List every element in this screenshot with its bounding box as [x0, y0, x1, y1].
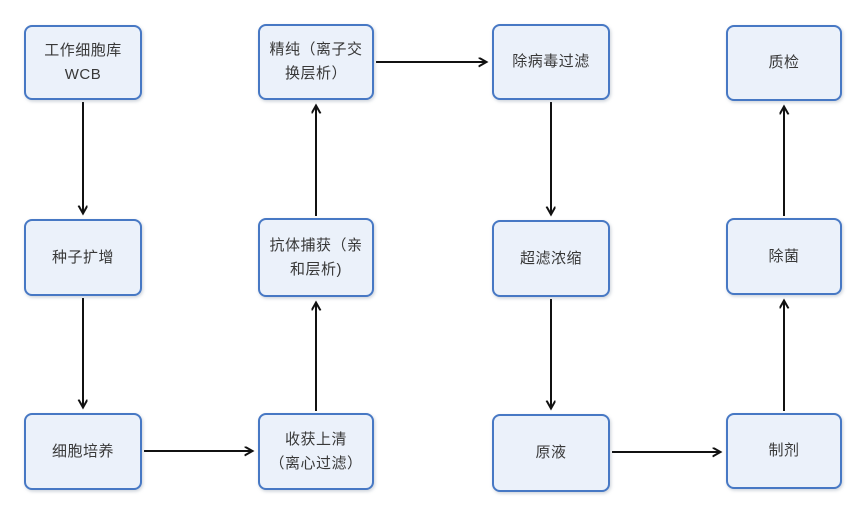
node-harvest-supernatant-label: 收获上清 （离心过滤） — [269, 430, 363, 472]
node-working-cell-bank-label: 工作细胞库 WCB — [44, 41, 122, 83]
node-sterile-filtration: 除菌 — [726, 218, 842, 295]
node-formulation: 制剂 — [726, 413, 842, 489]
node-cell-culture: 细胞培养 — [24, 413, 142, 490]
node-seed-expansion: 种子扩增 — [24, 219, 142, 296]
node-formulation-label: 制剂 — [768, 442, 800, 459]
node-ultrafiltration-concentration-label: 超滤浓缩 — [519, 249, 582, 267]
node-sterile-filtration-label: 除菌 — [768, 247, 800, 265]
node-bulk-solution: 原液 — [492, 414, 610, 492]
node-cell-culture-label: 细胞培养 — [51, 442, 114, 460]
node-antibody-capture-affinity: 抗体捕获（亲 和层析) — [258, 218, 374, 297]
node-antibody-capture-affinity-label: 抗体捕获（亲 和层析) — [269, 236, 363, 278]
node-virus-removal-filtration-label: 除病毒过滤 — [512, 53, 590, 70]
node-ultrafiltration-concentration: 超滤浓缩 — [492, 220, 610, 297]
node-quality-control-label: 质检 — [768, 54, 800, 71]
node-seed-expansion-label: 种子扩增 — [51, 248, 114, 266]
node-polishing-ion-exchange-label: 精纯（离子交 换层析） — [269, 41, 363, 82]
node-virus-removal-filtration: 除病毒过滤 — [492, 24, 610, 100]
node-bulk-solution-label: 原液 — [535, 444, 567, 461]
node-working-cell-bank: 工作细胞库 WCB — [24, 25, 142, 100]
node-polishing-ion-exchange: 精纯（离子交 换层析） — [258, 24, 374, 100]
node-harvest-supernatant: 收获上清 （离心过滤） — [258, 413, 374, 490]
node-quality-control: 质检 — [726, 25, 842, 101]
